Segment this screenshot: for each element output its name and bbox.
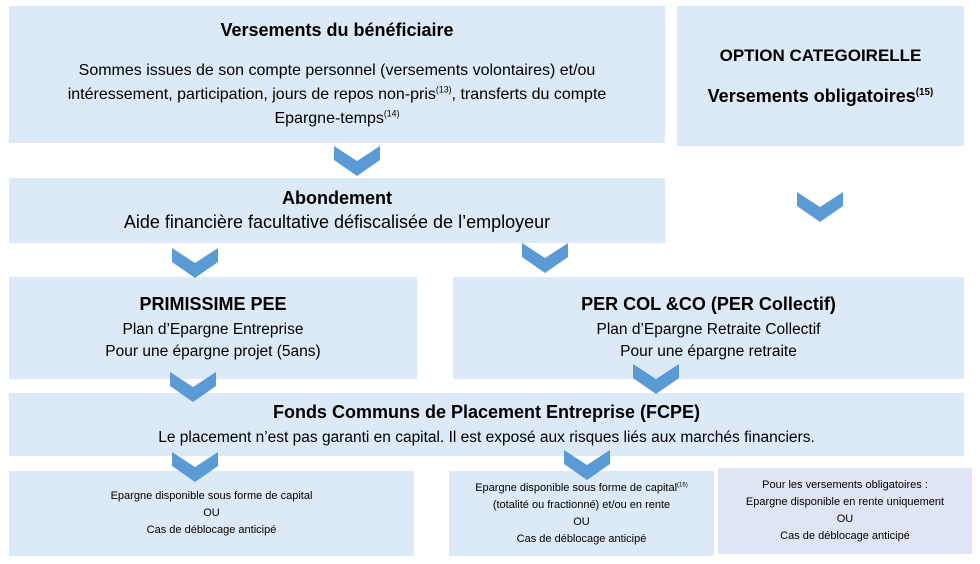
output-per-line-4: Cas de déblocage anticipé <box>516 532 647 545</box>
versements-line-1: Sommes issues de son compte personnel (v… <box>78 61 596 79</box>
pee-box: PRIMISSIME PEE Plan d’Epargne Entreprise… <box>9 277 417 379</box>
versements-line-2: intéressement, participation, jours de r… <box>67 84 607 103</box>
chevron-down-icon <box>797 192 843 222</box>
output-obligatoires-box: Pour les versements obligatoires : Eparg… <box>718 468 972 554</box>
fcpe-text: Le placement n’est pas garanti en capita… <box>158 428 815 446</box>
per-box: PER COL &CO (PER Collectif) Plan d’Eparg… <box>453 277 964 379</box>
chevron-down-icon <box>172 452 218 482</box>
per-line-1: Plan d’Epargne Retraite Collectif <box>596 321 821 338</box>
per-title: PER COL &CO (PER Collectif) <box>581 294 836 314</box>
pee-line-2: Pour une épargne projet (5ans) <box>105 343 321 360</box>
abondement-title: Abondement <box>282 187 392 208</box>
output-per-line-3: OU <box>573 515 590 528</box>
versements-box: Versements du bénéficiaire Sommes issues… <box>9 6 665 143</box>
pee-title: PRIMISSIME PEE <box>139 294 287 314</box>
per-line-2: Pour une épargne retraite <box>620 343 797 360</box>
chevron-down-icon <box>633 364 679 394</box>
output-pee-box: Epargne disponible sous forme de capital… <box>9 471 414 556</box>
option-box: OPTION CATEGOIRELLE Versements obligatoi… <box>677 6 964 146</box>
output-per-box: Epargne disponible sous forme de capital… <box>449 471 714 556</box>
pee-line-1: Plan d’Epargne Entreprise <box>122 321 304 338</box>
abondement-text: Aide financière facultative défiscalisée… <box>123 211 551 232</box>
abondement-box: Abondement Aide financière facultative d… <box>9 178 665 243</box>
fcpe-box: Fonds Communs de Placement Entreprise (F… <box>9 393 964 456</box>
output-per-line-2: (totalité ou fractionné) et/ou en rente <box>492 498 671 511</box>
output-obligatoires-line-3: OU <box>836 513 854 525</box>
chevron-down-icon <box>564 450 610 480</box>
chevron-down-icon <box>522 243 568 273</box>
fcpe-title: Fonds Communs de Placement Entreprise (F… <box>272 401 701 422</box>
chevron-down-icon <box>334 146 380 176</box>
output-pee-line-2: OU <box>203 507 220 519</box>
output-per-line-1: Epargne disponible sous forme de capital… <box>475 481 688 494</box>
output-obligatoires-line-1: Pour les versements obligatoires : <box>762 479 928 491</box>
versements-text: Sommes issues de son compte personnel (v… <box>68 59 607 131</box>
option-subtitle: Versements obligatoires(15) <box>707 86 934 106</box>
chevron-down-icon <box>170 372 216 402</box>
versements-title: Versements du bénéficiaire <box>220 19 454 40</box>
chevron-down-icon <box>172 248 218 278</box>
versements-line-3: Epargne-temps(14) <box>274 108 400 127</box>
output-obligatoires-line-4: Cas de déblocage anticipé <box>780 530 910 542</box>
output-obligatoires-line-2: Epargne disponible en rente uniquement <box>745 496 945 508</box>
output-pee-line-1: Epargne disponible sous forme de capital <box>110 490 313 502</box>
output-pee-line-3: Cas de déblocage anticipé <box>146 524 277 536</box>
option-title: OPTION CATEGOIRELLE <box>719 46 922 65</box>
